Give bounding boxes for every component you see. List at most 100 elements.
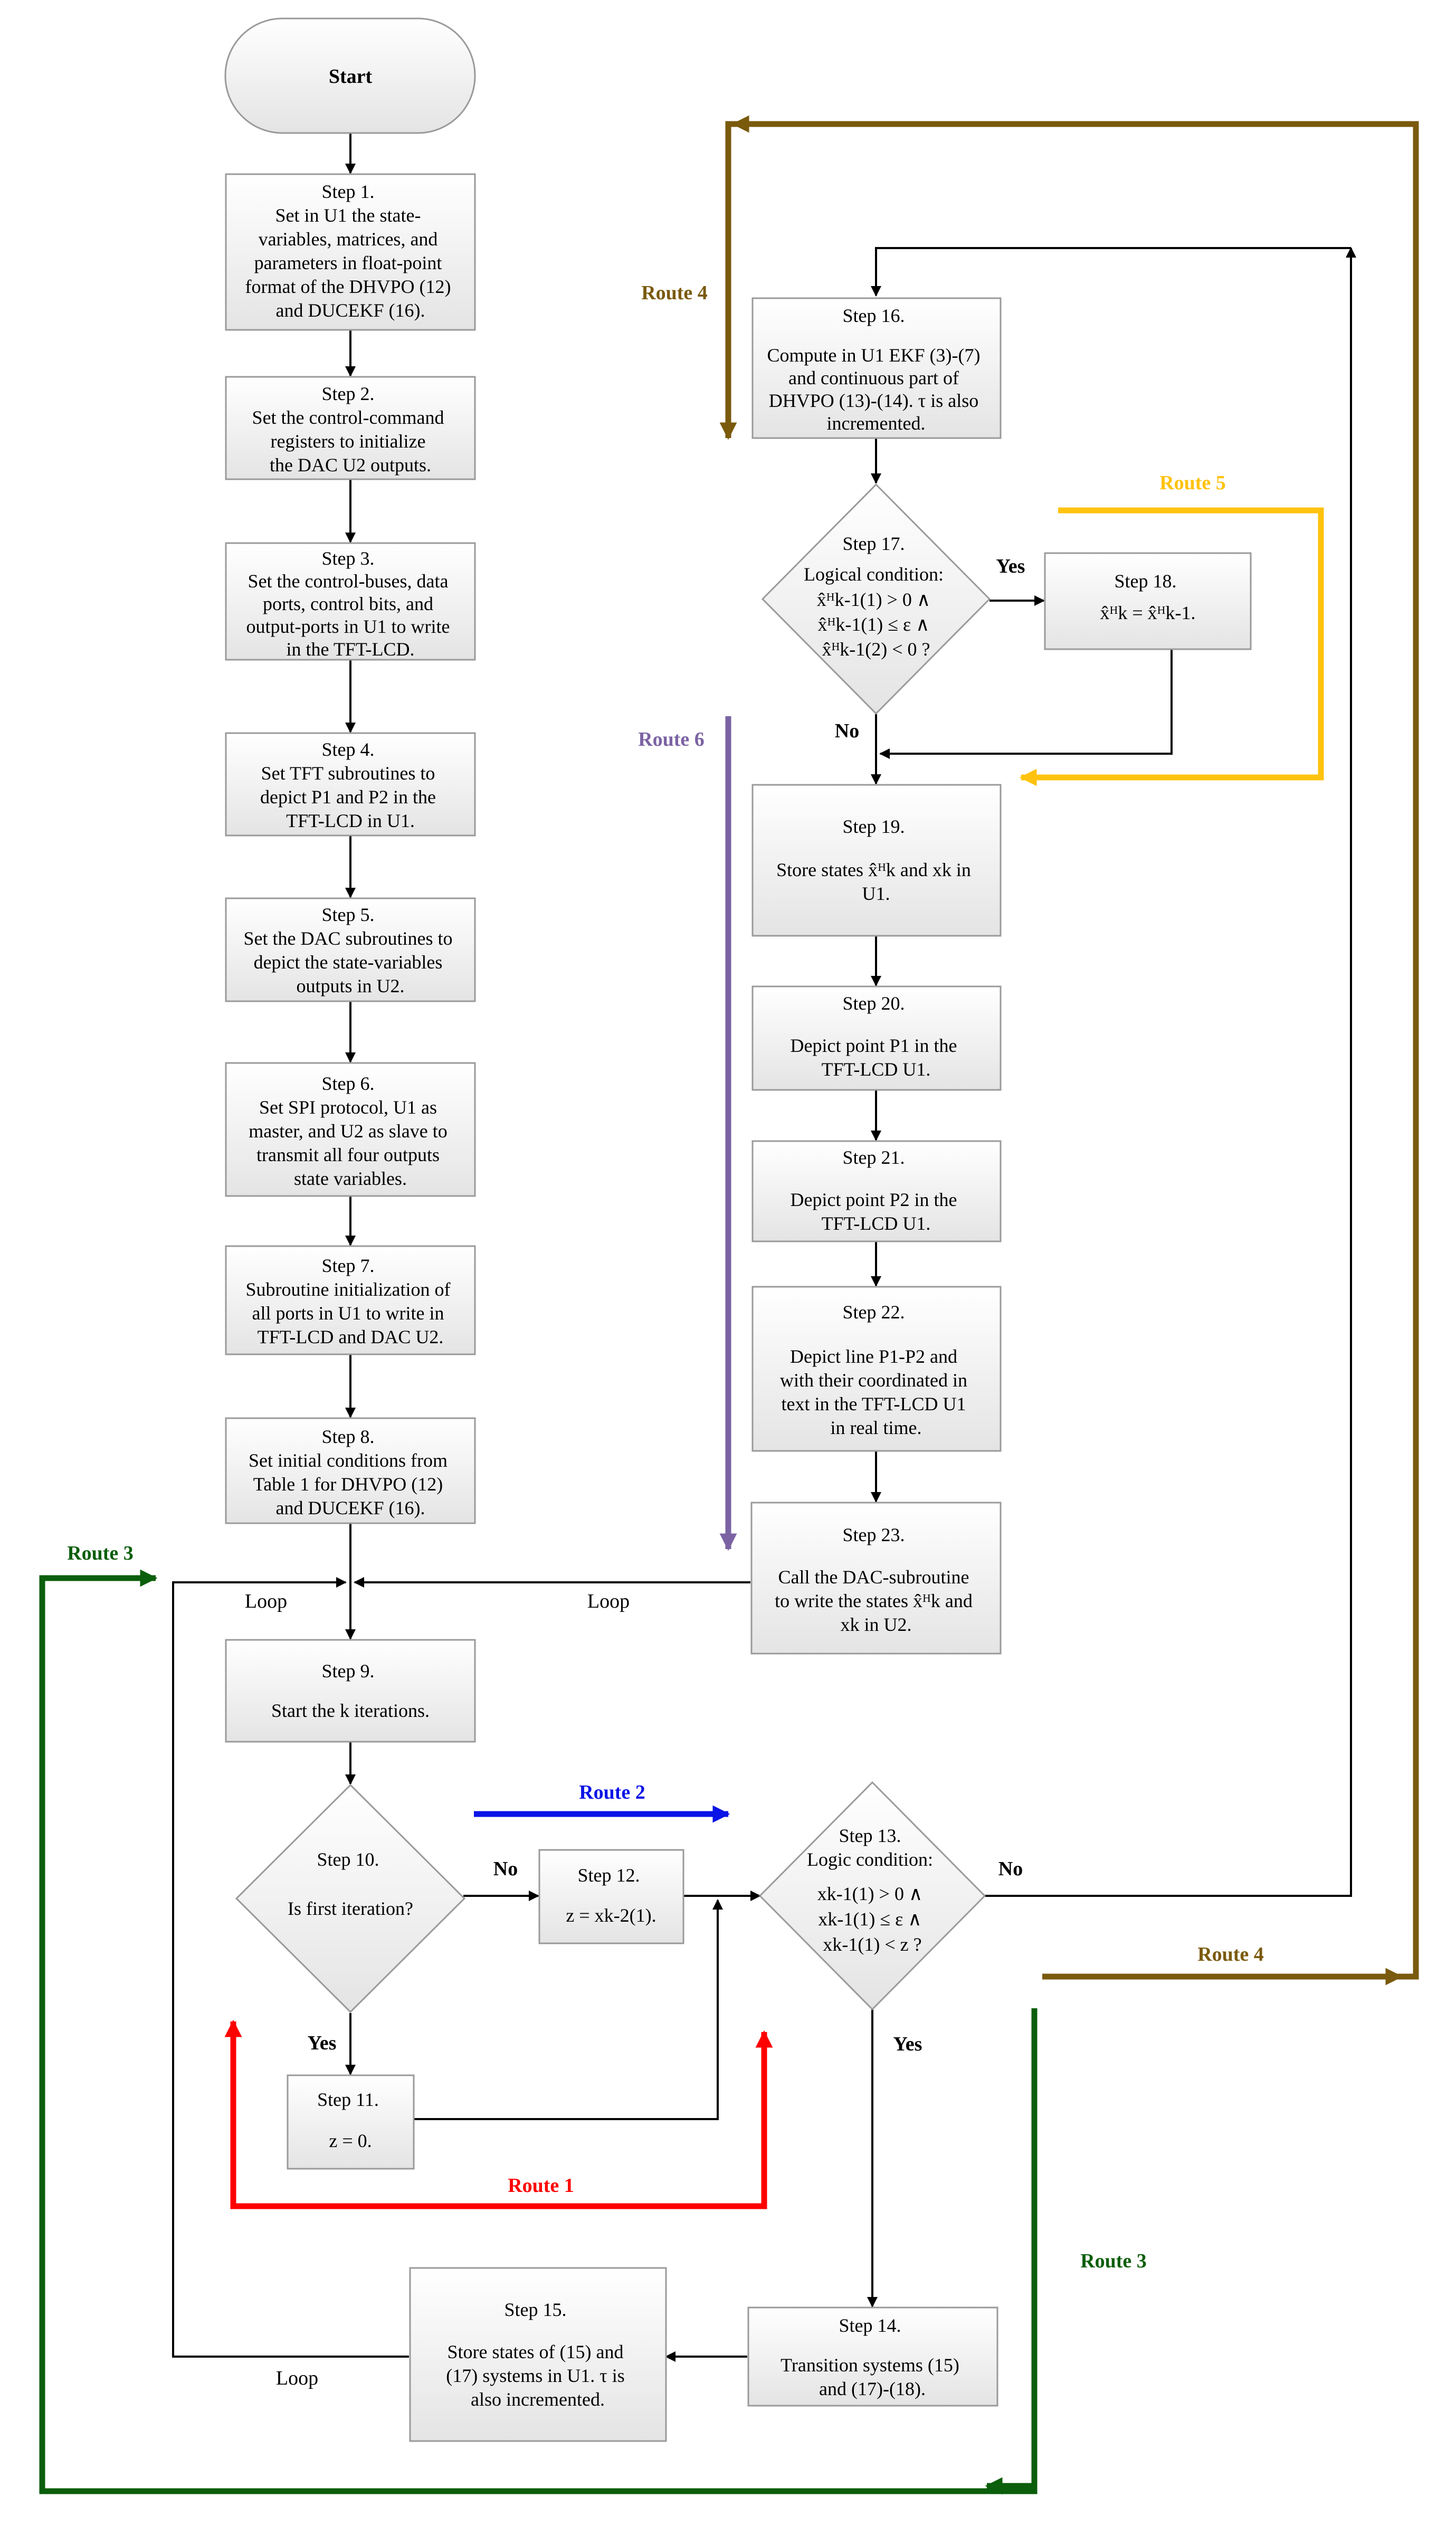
step-5-line: Set the DAC subroutines to xyxy=(244,928,453,949)
step-14-line: Step 14. xyxy=(839,2315,901,2336)
step-19-line: U1. xyxy=(862,883,890,904)
step17-yes-label: Yes xyxy=(996,555,1025,577)
step-4-line: depict P1 and P2 in the xyxy=(260,786,436,808)
step-14-line: and (17)-(18). xyxy=(819,2378,926,2399)
svg-text:Step 8. Set initial cond: Step 8. Set initial conditions from Tabl… xyxy=(249,1426,452,1518)
step-13-decision: Step 13. Logic condition: xk-1(1) > 0 ∧ … xyxy=(758,1781,986,2011)
step-9-line: Start the k iterations. xyxy=(271,1700,430,1721)
svg-text:Step 21. Depict point P2: Step 21. Depict point P2 in the TFT-LCD … xyxy=(791,1147,962,1234)
step-18-line: x̂ᴴk = x̂ᴴk-1. xyxy=(1100,602,1195,623)
svg-text:Step 17. Logical conditi: Step 17. Logical condition: x̂ᴴk-1(1) > … xyxy=(804,533,948,660)
route-3-label-right: Route 3 xyxy=(1080,2250,1147,2272)
step-5-line: Step 5. xyxy=(321,904,374,925)
step-11-line: Step 11. xyxy=(317,2089,379,2110)
step-16-box: Step 16. Compute in U1 EKF (3)-(7) and c… xyxy=(751,297,1002,439)
route-4-label-right: Route 4 xyxy=(1197,1943,1264,1966)
step-22-line: Step 22. xyxy=(842,1302,905,1323)
start-label: Start xyxy=(329,65,373,88)
step-15-line: Store states of (15) and xyxy=(448,2341,624,2362)
step-16-line: and continuous part of xyxy=(788,367,959,388)
step-19-line: Store states x̂ᴴk and xk in xyxy=(776,859,971,880)
step-12-line: Step 12. xyxy=(577,1865,640,1886)
step-4-line: Step 4. xyxy=(321,739,374,760)
route-1-label: Route 1 xyxy=(508,2175,574,2197)
step-23-box: Step 23. Call the DAC-subroutine to writ… xyxy=(750,1502,1002,1655)
step-20-line: Depict point P1 in the xyxy=(791,1035,957,1056)
step-6-line: Set SPI protocol, U1 as xyxy=(259,1097,437,1118)
step-1-line: and DUCEKF (16). xyxy=(276,300,425,321)
step-3-box: Step 3. Set the control-buses, data port… xyxy=(225,542,476,661)
loop-label-left: Loop xyxy=(245,1590,287,1612)
step-12-line: z = xk-2(1). xyxy=(566,1905,656,1926)
step-23-line: Call the DAC-subroutine xyxy=(778,1566,969,1588)
step10-no-label: No xyxy=(493,1858,518,1880)
route-6-label: Route 6 xyxy=(638,728,705,751)
step-19-line: Step 19. xyxy=(842,816,905,837)
step-2-line: Set the control-command xyxy=(252,407,444,428)
step-15-box: Step 15. Store states of (15) and (17) s… xyxy=(409,2267,667,2442)
step-5-line: outputs in U2. xyxy=(296,975,404,996)
step-20-line: Step 20. xyxy=(842,993,905,1014)
step-21-line: Step 21. xyxy=(842,1147,905,1168)
svg-text:Step 1. Set in U1 the st: Step 1. Set in U1 the state- variables, … xyxy=(245,181,456,321)
step-16-line: incremented. xyxy=(827,413,926,434)
route-2-label: Route 2 xyxy=(579,1781,645,1803)
step-21-line: Depict point P2 in the xyxy=(791,1189,957,1210)
svg-text:Step 18. x̂ᴴk = x̂ᴴk-1.: Step 18. x̂ᴴk = x̂ᴴk-1. xyxy=(1100,571,1195,623)
step-9-box: Step 9. Start the k iterations. xyxy=(225,1639,476,1743)
step-8-line: and DUCEKF (16). xyxy=(276,1497,425,1518)
step13-no-label: No xyxy=(998,1858,1023,1880)
step-23-line: to write the states x̂ᴴk and xyxy=(775,1590,973,1611)
step-6-line: state variables. xyxy=(294,1168,407,1189)
svg-text:Step 6. Set SPI protocol: Step 6. Set SPI protocol, U1 as master, … xyxy=(249,1073,452,1189)
step-12-box: Step 12. z = xk-2(1). xyxy=(538,1849,684,1944)
step-21-line: TFT-LCD U1. xyxy=(822,1213,931,1234)
step-4-line: Set TFT subroutines to xyxy=(261,763,435,784)
step-22-line: in real time. xyxy=(831,1417,922,1438)
step-17-decision: Step 17. Logical condition: x̂ᴴk-1(1) > … xyxy=(761,483,991,715)
step-16-line: Step 16. xyxy=(842,305,905,326)
step-22-box: Step 22. Depict line P1-P2 and with thei… xyxy=(751,1286,1002,1452)
step-18-box: Step 18. x̂ᴴk = x̂ᴴk-1. xyxy=(1044,552,1252,650)
svg-text:Step 9. Start the k iter: Step 9. Start the k iterations. xyxy=(271,1660,430,1721)
route-3-label-left: Route 3 xyxy=(67,1542,134,1564)
step-6-line: transmit all four outputs xyxy=(256,1144,440,1165)
step-13-line: xk-1(1) < z ? xyxy=(823,1934,921,1955)
step-16-line: Compute in U1 EKF (3)-(7) xyxy=(767,345,981,366)
svg-text:Step 7. Subroutine initi: Step 7. Subroutine initialization of all… xyxy=(246,1255,455,1347)
step-17-line: x̂ᴴk-1(2) < 0 ? xyxy=(822,639,930,660)
connectors xyxy=(172,133,1356,2362)
svg-text:Step 5. Set the DAC subr: Step 5. Set the DAC subroutines to depic… xyxy=(244,904,458,996)
step-1-box: Step 1. Set in U1 the state- variables, … xyxy=(225,173,476,331)
step-17-line: x̂ᴴk-1(1) ≤ ε ∧ xyxy=(817,614,929,635)
step-16-line: DHVPO (13)-(14). τ is also xyxy=(769,390,978,411)
step-13-line: Logic condition: xyxy=(807,1849,933,1870)
step-5-line: depict the state-variables xyxy=(254,952,443,973)
step-13-line: xk-1(1) ≤ ε ∧ xyxy=(818,1909,921,1930)
step10-yes-label: Yes xyxy=(308,2032,337,2054)
step-1-line: Step 1. xyxy=(321,181,374,202)
step-22-line: with their coordinated in xyxy=(780,1370,967,1391)
svg-text:Step 22. Depict line P1-: Step 22. Depict line P1-P2 and with thei… xyxy=(780,1302,972,1438)
step-23-line: xk in U2. xyxy=(841,1614,912,1635)
step-22-line: text in the TFT-LCD U1 xyxy=(782,1393,966,1414)
step-1-line: parameters in float-point xyxy=(254,252,442,273)
step-7-line: TFT-LCD and DAC U2. xyxy=(258,1326,444,1347)
step-17-line: Logical condition: xyxy=(804,564,944,585)
step-13-line: xk-1(1) > 0 ∧ xyxy=(817,1883,923,1904)
step-15-line: (17) systems in U1. τ is xyxy=(446,2365,624,2386)
step-2-line: the DAC U2 outputs. xyxy=(270,454,431,476)
step-14-line: Transition systems (15) xyxy=(781,2354,959,2376)
svg-text:Step 16. Compute in U1 E: Step 16. Compute in U1 EKF (3)-(7) and c… xyxy=(767,305,985,434)
step-4-box: Step 4. Set TFT subroutines to depict P1… xyxy=(225,732,476,837)
step-7-line: Step 7. xyxy=(321,1255,374,1276)
step-15-line: also incremented. xyxy=(471,2389,605,2410)
step-5-box: Step 5. Set the DAC subroutines to depic… xyxy=(225,897,476,1002)
svg-text:Step 23. Call the DAC-su: Step 23. Call the DAC-subroutine to writ… xyxy=(775,1524,977,1635)
step-8-line: Step 8. xyxy=(321,1426,374,1447)
step-15-line: Step 15. xyxy=(504,2299,566,2320)
svg-text:Step 19. Store states x̂: Step 19. Store states x̂ᴴk and xk in U1. xyxy=(776,816,976,904)
step-3-line: Set the control-buses, data xyxy=(248,571,449,592)
step-2-line: Step 2. xyxy=(321,383,374,404)
step-13-line: Step 13. xyxy=(839,1825,901,1846)
